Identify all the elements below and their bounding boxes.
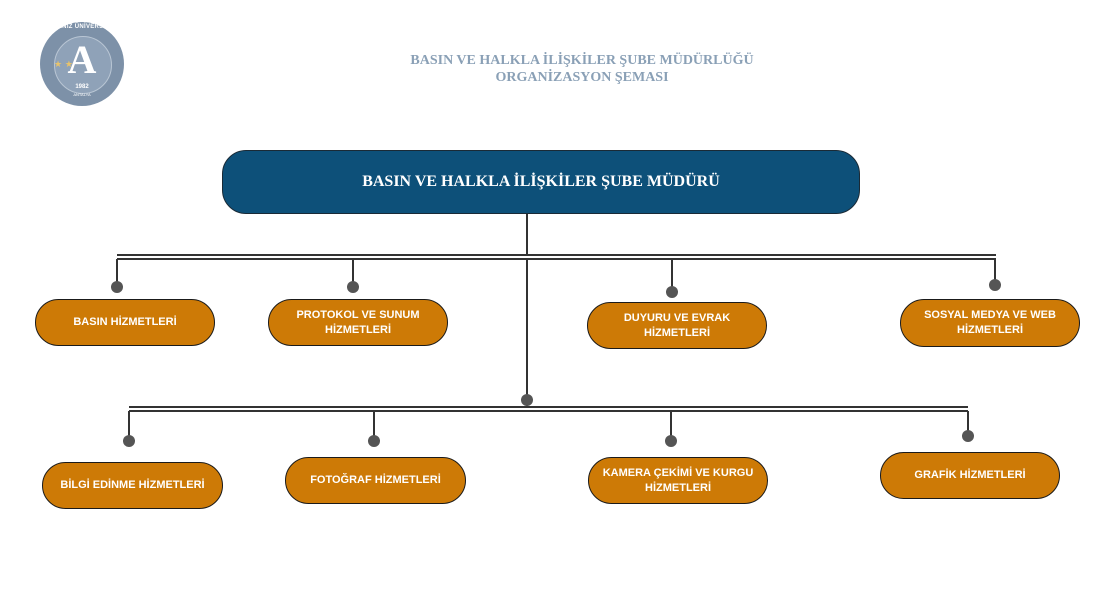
title-line-1: BASIN VE HALKLA İLİŞKİLER ŞUBE MÜDÜRLÜĞÜ: [410, 53, 754, 68]
org-node-announcement-services: DUYURU VE EVRAK HİZMETLERİ: [587, 302, 767, 349]
logo-inner-circle: [54, 36, 112, 94]
title-line-2: ORGANİZASYON ŞEMASI: [495, 70, 669, 85]
page-title: BASIN VE HALKLA İLİŞKİLER ŞUBE MÜDÜRLÜĞÜ…: [330, 52, 834, 86]
logo-year: 1982: [75, 84, 89, 90]
org-node-photography-services: FOTOĞRAF HİZMETLERİ: [285, 457, 466, 504]
logo-letter: A: [67, 37, 97, 82]
logo-ring-text: AKDENİZ ÜNİVERSİTESİ: [43, 24, 120, 30]
org-node-information-services: BİLGİ EDİNME HİZMETLERİ: [42, 462, 223, 509]
node-dot-trunk: [521, 394, 533, 406]
node-dot-6: [368, 435, 380, 447]
node-dot-4: [989, 279, 1001, 291]
university-logo: AKDENİZ ÜNİVERSİTESİ ★ ★ A 1982 ANTALYA: [40, 22, 124, 106]
org-node-protocol-services: PROTOKOL VE SUNUM HİZMETLERİ: [268, 299, 448, 346]
node-dot-3: [666, 286, 678, 298]
org-node-press-services: BASIN HİZMETLERİ: [35, 299, 215, 346]
node-dot-2: [347, 281, 359, 293]
logo-city: ANTALYA: [73, 92, 91, 97]
node-dot-7: [665, 435, 677, 447]
org-node-graphic-services: GRAFİK HİZMETLERİ: [880, 452, 1060, 499]
node-dot-1: [111, 281, 123, 293]
star-icons: ★ ★: [54, 60, 73, 70]
node-dot-5: [123, 435, 135, 447]
org-head-node: BASIN VE HALKLA İLİŞKİLER ŞUBE MÜDÜRÜ: [222, 150, 860, 214]
node-dot-8: [962, 430, 974, 442]
org-node-camera-editing-services: KAMERA ÇEKİMİ VE KURGU HİZMETLERİ: [588, 457, 768, 504]
org-node-social-media-services: SOSYAL MEDYA VE WEB HİZMETLERİ: [900, 299, 1080, 347]
